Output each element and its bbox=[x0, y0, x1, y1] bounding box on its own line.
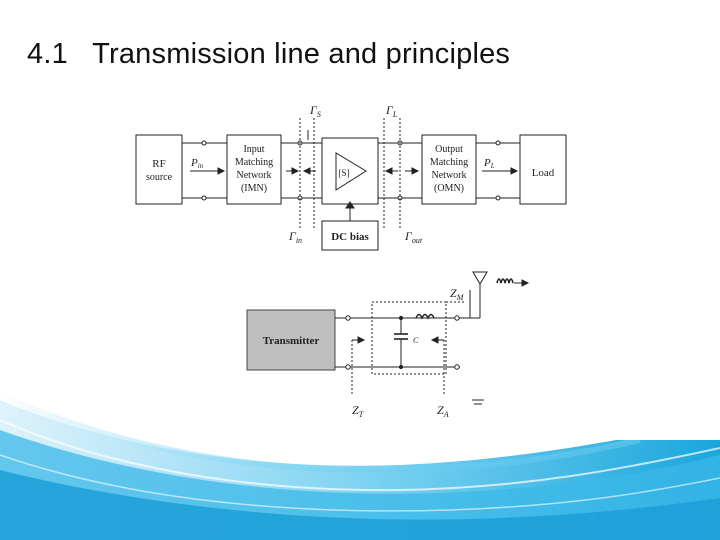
gamma-in-label: Γin bbox=[288, 229, 302, 245]
load-label: Load bbox=[532, 167, 555, 179]
transmitter-label: Transmitter bbox=[263, 335, 320, 347]
omn-label-2: Matching bbox=[430, 157, 468, 168]
dc-bias-label: DC bias bbox=[331, 231, 369, 243]
imn-label-2: Matching bbox=[235, 157, 273, 168]
rf-source-label-2: source bbox=[146, 172, 173, 183]
imn-box bbox=[226, 134, 282, 205]
amplifier-box bbox=[321, 137, 379, 205]
omn-label-1: Output bbox=[435, 144, 463, 155]
slide-title: 4.1 Transmission line and principles bbox=[27, 38, 511, 70]
capacitor-label: C bbox=[413, 336, 419, 345]
imn-label-1: Input bbox=[243, 144, 264, 155]
rf-source-label-1: RF bbox=[152, 158, 165, 170]
z-t-label: ZT bbox=[352, 403, 364, 419]
amplifier-s-label: [S] bbox=[339, 168, 350, 178]
amplifier-diagram bbox=[135, 118, 567, 251]
z-m-label: ZM bbox=[450, 286, 465, 302]
transmitter-box bbox=[246, 309, 336, 371]
gamma-s-label: ΓS bbox=[309, 103, 321, 119]
p-in-label: Pin bbox=[190, 157, 204, 170]
antenna-diagram bbox=[246, 271, 530, 405]
wave-decoration bbox=[0, 392, 720, 540]
imn-label-4: (IMN) bbox=[241, 183, 267, 194]
imn-label-3: Network bbox=[237, 170, 272, 181]
p-l-label: PL bbox=[483, 157, 495, 170]
omn-label-4: (OMN) bbox=[434, 183, 464, 194]
omn-label-3: Network bbox=[432, 170, 467, 181]
omn-box bbox=[421, 134, 477, 205]
rf-source-box bbox=[135, 134, 183, 205]
gamma-l-label: ΓL bbox=[385, 103, 398, 119]
z-a-label: ZA bbox=[437, 403, 449, 419]
load-box bbox=[519, 134, 567, 205]
gamma-out-label: Γout bbox=[404, 229, 423, 245]
